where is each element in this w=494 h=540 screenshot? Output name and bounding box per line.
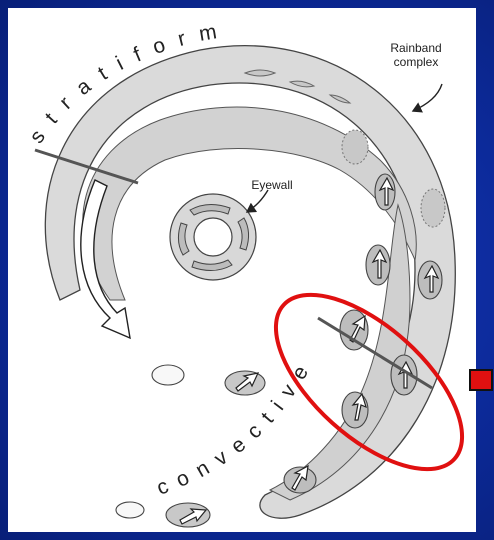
eyewall-label: Eyewall — [251, 178, 292, 192]
dotted-cell — [342, 130, 368, 164]
marker-square-icon — [470, 370, 492, 390]
complex-label: complex — [394, 55, 439, 69]
eyewall-pointer — [247, 190, 268, 212]
dotted-cell — [421, 189, 445, 227]
rainband-pointer — [413, 84, 442, 111]
rainband-label: Rainband — [390, 41, 441, 55]
eyewall — [170, 194, 256, 280]
